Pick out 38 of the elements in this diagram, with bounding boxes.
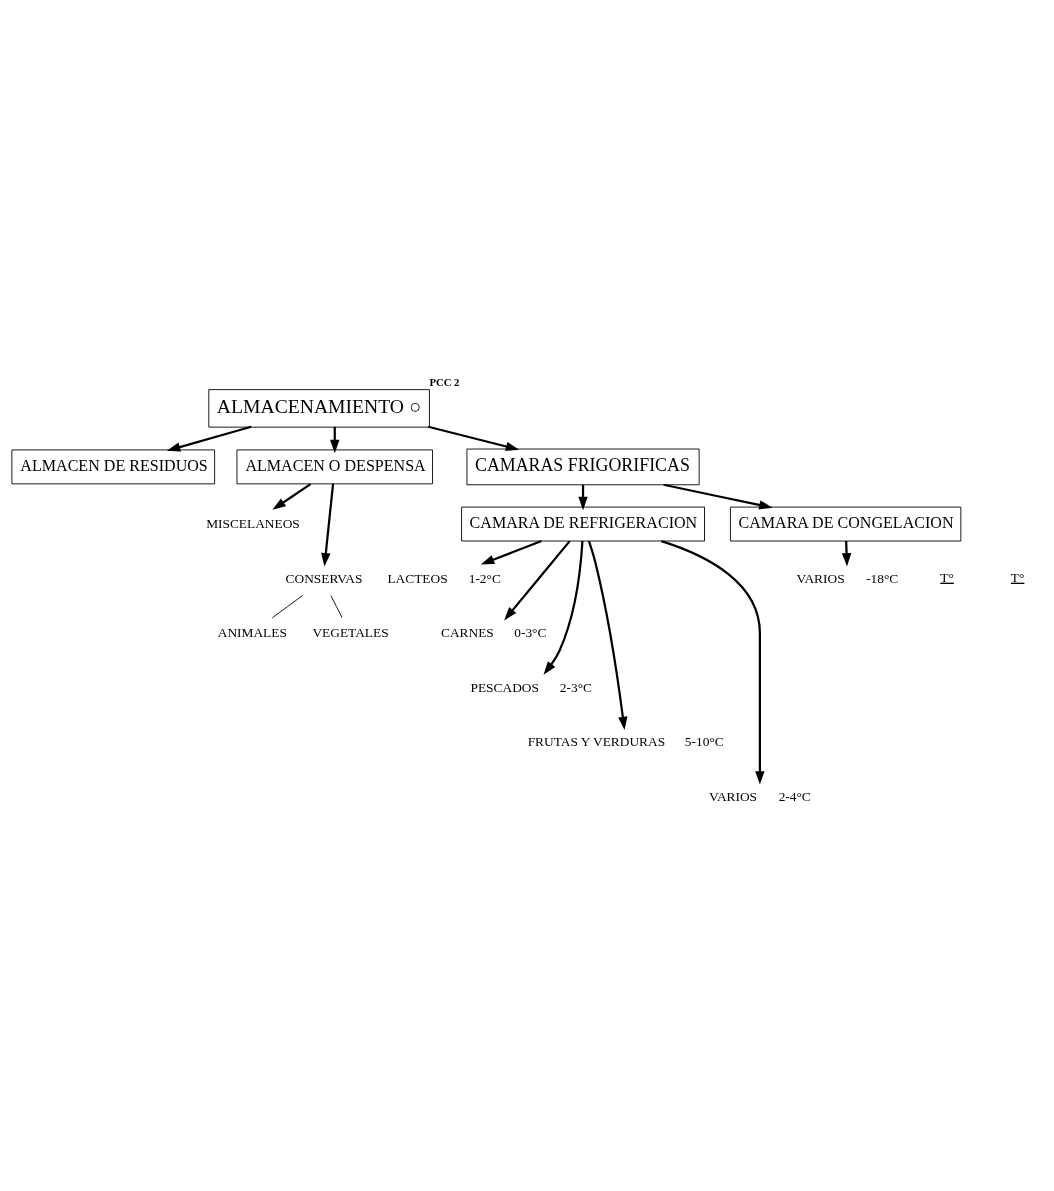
arrow xyxy=(841,541,852,567)
arrow xyxy=(661,540,765,785)
node-box: ALMACEN O DESPENSA xyxy=(236,449,433,485)
node-label: 2-3°C xyxy=(559,679,592,695)
node-label: PCC 2 xyxy=(429,375,460,388)
node-box: CAMARAS FRIGORIFICAS xyxy=(466,448,700,486)
node-text: LACTEOS xyxy=(387,571,448,586)
node-box: CAMARA DE REFRIGERACION xyxy=(461,506,705,542)
arrow xyxy=(587,540,628,731)
node-text: VARIOS xyxy=(708,788,758,804)
arrow xyxy=(663,483,773,510)
node-label: -18°C xyxy=(866,571,899,586)
arrow xyxy=(543,540,584,675)
arrow xyxy=(272,483,312,510)
node-box: CAMARA DE CONGELACION xyxy=(729,506,962,542)
node-label: 0-3°C xyxy=(514,625,547,641)
arrow xyxy=(480,540,542,565)
arrow xyxy=(428,425,520,452)
node-text: VARIOS xyxy=(796,571,845,586)
node-text: PESCADOS xyxy=(470,679,539,695)
arrow xyxy=(166,425,252,452)
node-box: ALMACENAMIENTO ○ xyxy=(208,389,430,428)
node-label: 1-2°C xyxy=(468,571,501,586)
connector xyxy=(330,595,343,619)
node-text: CARNES xyxy=(441,625,494,641)
arrow xyxy=(321,483,335,567)
arrow xyxy=(504,540,571,621)
node-text: FRUTAS Y VERDURAS xyxy=(527,734,666,750)
node-text: VEGETALES xyxy=(312,625,389,641)
label: T° xyxy=(1010,569,1025,585)
label: T° xyxy=(940,569,954,585)
node-label: 5-10°C xyxy=(684,734,724,750)
node-text: CONSERVAS xyxy=(285,571,363,586)
node-text: ANIMALES xyxy=(217,625,287,641)
node-label: 2-4°C xyxy=(778,788,811,804)
node-text: MISCELANEOS xyxy=(206,515,300,531)
connector xyxy=(271,595,303,619)
node-box: ALMACEN DE RESIDUOS xyxy=(11,449,216,485)
